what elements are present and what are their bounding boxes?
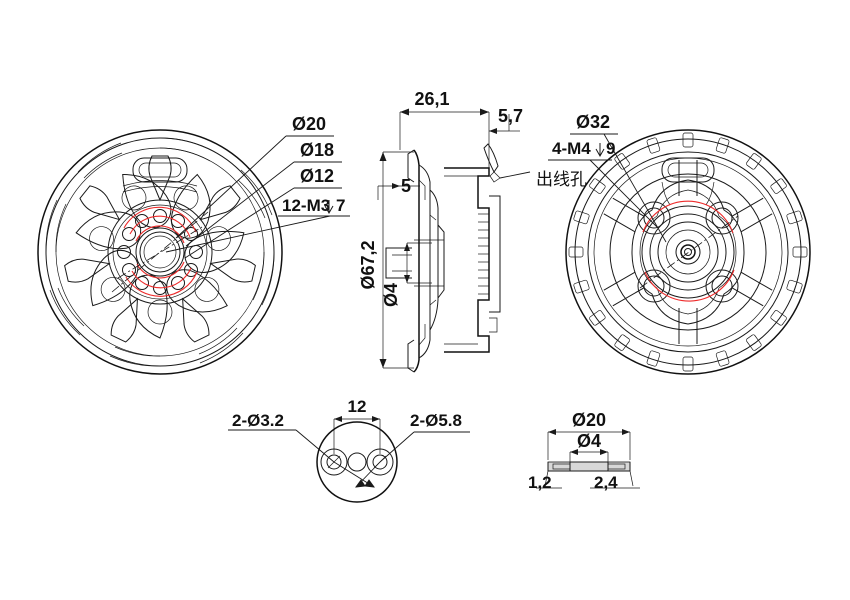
base-m4-hole-1 (643, 207, 665, 229)
label-dia-32: Ø32 (576, 112, 610, 132)
base-top-slot (661, 157, 715, 206)
base-construction-arcs (642, 200, 735, 302)
view-side-section (377, 108, 531, 373)
rear-view-leaders (548, 133, 667, 243)
base-m4-hole-3 (643, 275, 665, 297)
depth-arrow-icon-m4 (595, 143, 605, 158)
base-m4-hole-2 (711, 207, 733, 229)
rotor-top-slot (122, 157, 198, 193)
label-dia-4: Ø4 (381, 283, 401, 307)
label-m4-depth: 9 (606, 139, 615, 158)
label-width-12: 12 (348, 397, 367, 416)
base-m4-hole-4 (711, 275, 733, 297)
rotor-pockets (89, 185, 231, 325)
front-hub-centerlines (111, 211, 209, 293)
base-magnet-slots (568, 132, 808, 372)
rotor-construction-arcs (123, 206, 198, 297)
label-washer-dia4: Ø4 (577, 431, 601, 451)
view-rear-base (548, 129, 811, 375)
label-2-dia32: 2-Ø3.2 (232, 411, 284, 430)
label-2-dia58: 2-Ø5.8 (410, 411, 462, 430)
detail-shaft-leaders (228, 429, 470, 488)
detail-hole-right (372, 454, 388, 470)
label-len-261: 26,1 (414, 89, 449, 109)
side-stator-body (444, 167, 501, 353)
side-shaft (385, 247, 412, 279)
rotor-spokes (64, 155, 256, 343)
label-4-m4: 4-M4 (552, 139, 591, 158)
label-dia18: Ø18 (300, 140, 334, 160)
washer-dim-dia20 (547, 429, 631, 460)
front-view-leaders (165, 135, 350, 259)
label-len-57: 5,7 (498, 106, 523, 126)
rotor-hub (107, 199, 213, 305)
rotor-vent-segments (45, 137, 275, 367)
detail-dim-12 (333, 416, 381, 454)
washer-dim-thickness (536, 470, 640, 489)
view-front-rotor (37, 129, 350, 375)
detail-center-hole (347, 452, 367, 472)
base-rim-inner (574, 138, 802, 366)
label-wire-outlet-hole: 出线孔 (536, 170, 587, 190)
view-detail-washer (536, 429, 640, 489)
label-dia20: Ø20 (292, 114, 326, 134)
label-dia-672: Ø67,2 (358, 240, 378, 289)
base-rim-groove (587, 151, 789, 353)
label-washer-dia20: Ø20 (572, 410, 606, 430)
washer-profile (547, 461, 631, 472)
label-washer-th-12: 1,2 (528, 473, 552, 492)
label-m3-depth: 7 (336, 196, 345, 215)
depth-arrow-icon-m3 (324, 200, 334, 215)
view-detail-shaft-end (228, 416, 470, 503)
base-hub-cluster (609, 173, 767, 331)
detail-shaft-outer (316, 421, 398, 503)
rotor-outer-rim (37, 129, 283, 375)
rotor-m3-hole-pattern (117, 209, 203, 295)
label-12-m3: 12-M3 (282, 196, 330, 215)
base-outer-rim (565, 129, 811, 375)
label-washer-th-24: 2,4 (594, 473, 618, 492)
side-wire-exit-hole (483, 143, 531, 183)
washer-dim-dia4 (569, 449, 609, 462)
side-dim-5 (377, 183, 420, 200)
side-dim-57 (489, 114, 520, 134)
base-centerline (639, 215, 739, 289)
side-rotor-profile (407, 149, 445, 373)
label-len-5: 5 (401, 176, 411, 196)
detail-hole-left (326, 454, 342, 470)
label-dia12: Ø12 (300, 166, 334, 186)
